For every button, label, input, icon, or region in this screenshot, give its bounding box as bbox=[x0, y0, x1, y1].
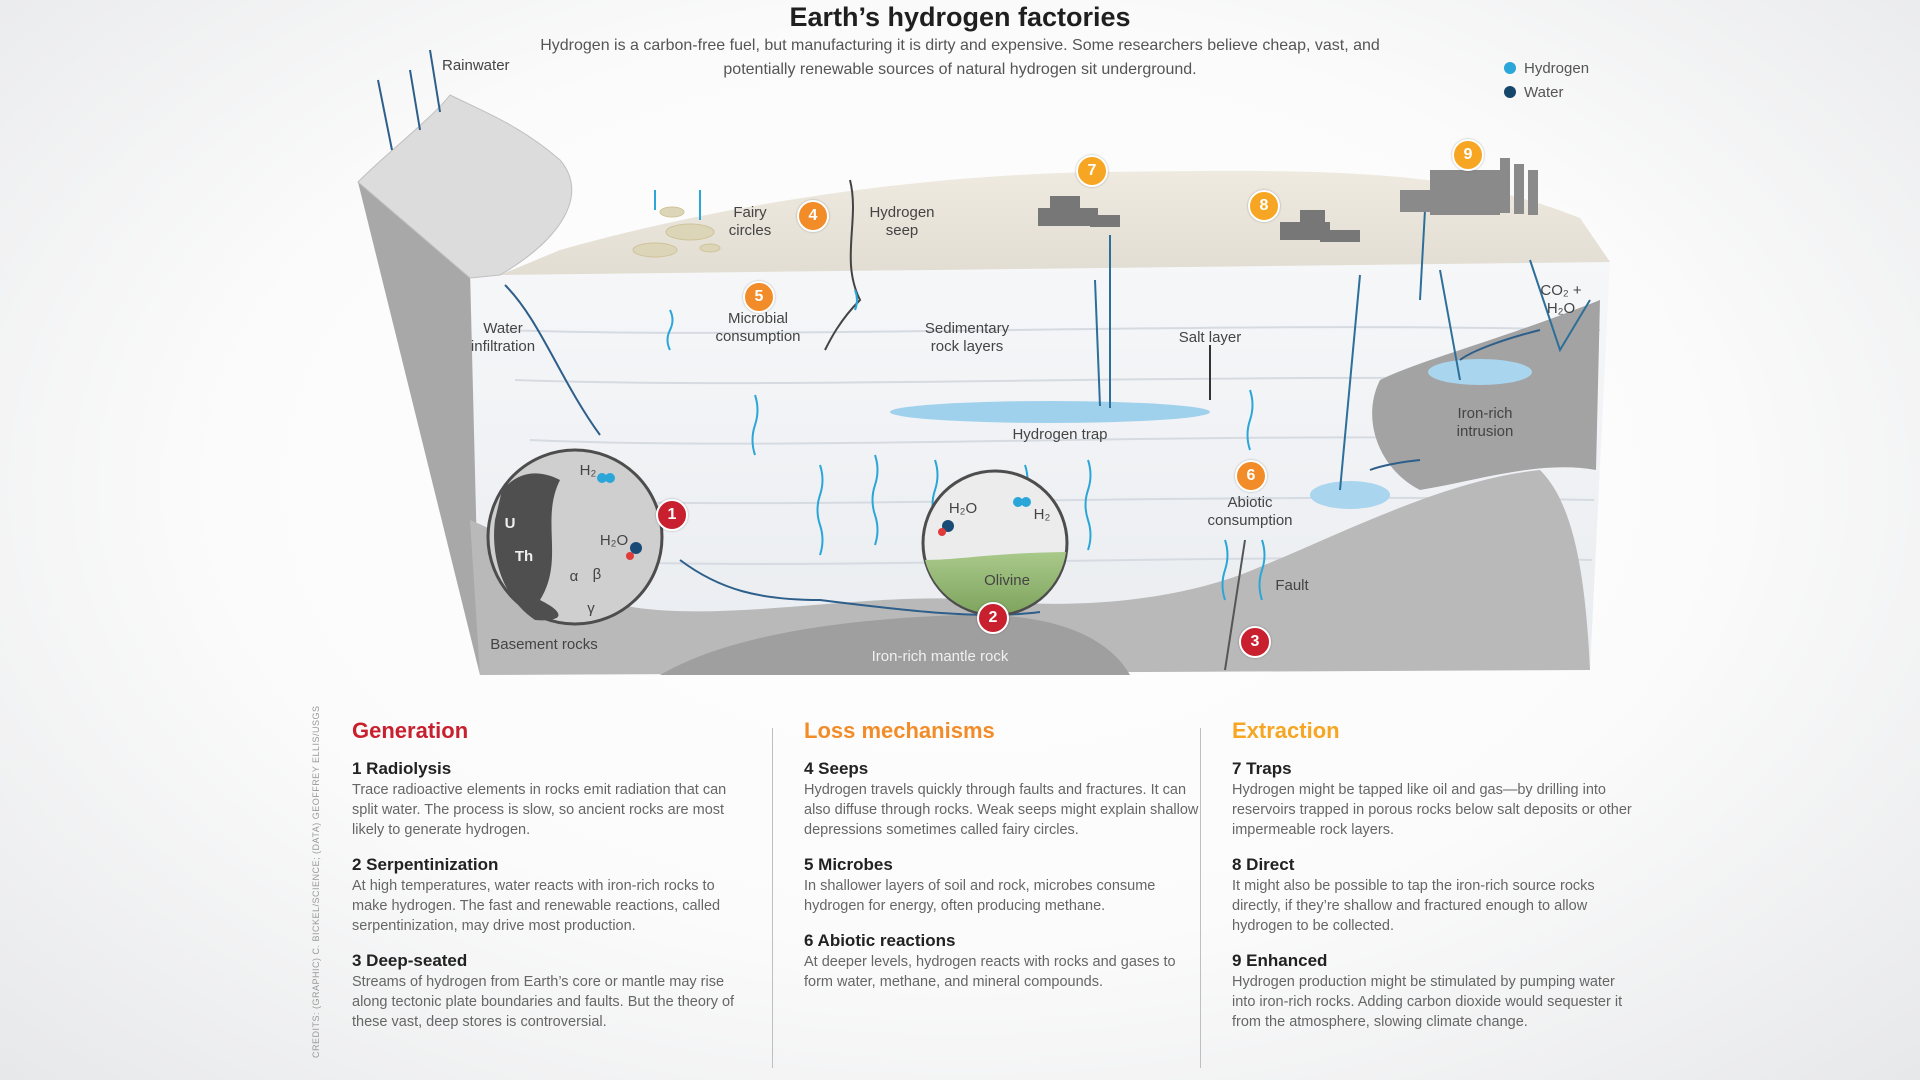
enhanced-extraction-plant bbox=[1400, 158, 1538, 215]
molecule-icons bbox=[597, 473, 1031, 560]
label-h2-serpentinization: H₂ bbox=[1033, 506, 1051, 523]
water-flow-arrow bbox=[1459, 329, 1541, 361]
label-h2-radiolysis: H₂ bbox=[579, 462, 597, 479]
column-divider bbox=[1200, 728, 1201, 1068]
explanation-columns: Generation 1 Radiolysis Trace radioactiv… bbox=[352, 718, 1632, 1068]
badge-radiolysis: 1 bbox=[656, 499, 688, 531]
badge-abiotic-reactions: 6 bbox=[1235, 460, 1267, 492]
label-uranium: U bbox=[504, 515, 516, 532]
credits: CREDITS: (GRAPHIC) C. BICKEL/SCIENCE; (D… bbox=[311, 705, 321, 1058]
item-text: Hydrogen production might be stimulated … bbox=[1232, 974, 1623, 1030]
item-text: It might also be possible to tap the iro… bbox=[1232, 878, 1595, 934]
item-title: 1 Radiolysis bbox=[352, 759, 452, 778]
page-title: Earth’s hydrogen factories bbox=[789, 2, 1131, 32]
hydrogen-trap-pool bbox=[890, 401, 1210, 423]
radiolysis-dark-rock bbox=[494, 473, 560, 621]
legend-item-hydrogen: Hydrogen bbox=[1504, 56, 1589, 80]
item-text: Hydrogen travels quickly through faults … bbox=[804, 782, 1199, 838]
drill-wells bbox=[1094, 209, 1591, 491]
label-iron-rich-mantle-rock: Iron-rich mantle rock bbox=[871, 648, 1009, 665]
section-loss-mechanisms: Loss mechanisms 4 Seeps Hydrogen travels… bbox=[804, 718, 1204, 1063]
legend-item-water: Water bbox=[1504, 80, 1589, 104]
fairy-circles bbox=[632, 206, 721, 258]
item-text: Trace radioactive elements in rocks emit… bbox=[352, 782, 727, 838]
label-iron-rich-intrusion: Iron-rich intrusion bbox=[1456, 405, 1514, 440]
legend-label: Hydrogen bbox=[1524, 59, 1590, 77]
badge-microbes: 5 bbox=[743, 281, 775, 313]
label-olivine: Olivine bbox=[984, 572, 1030, 589]
item-title: 9 Enhanced bbox=[1232, 951, 1328, 970]
fault-line bbox=[1224, 539, 1246, 671]
geology-diagram bbox=[357, 49, 1610, 675]
direct-extraction-facility bbox=[1280, 210, 1360, 242]
section-heading-generation: Generation bbox=[352, 718, 469, 743]
badge-direct: 8 bbox=[1248, 190, 1280, 222]
column-divider bbox=[772, 728, 773, 1068]
label-water-infiltration: Water infiltration bbox=[470, 320, 536, 355]
label-fairy-circles: Fairy circles bbox=[728, 204, 772, 239]
item-title: 6 Abiotic reactions bbox=[804, 931, 956, 950]
iron-rich-intrusion bbox=[1372, 300, 1600, 490]
section-heading-extraction: Extraction bbox=[1232, 718, 1340, 743]
label-microbial-consumption: Microbial consumption bbox=[715, 310, 801, 345]
water-infiltration-arrow bbox=[504, 284, 601, 436]
label-thorium: Th bbox=[514, 548, 534, 565]
label-h2o-serpentinization: H₂O bbox=[948, 500, 978, 517]
label-hydrogen-seep: Hydrogen seep bbox=[869, 204, 935, 239]
label-basement-rocks: Basement rocks bbox=[490, 636, 598, 653]
label-co2-h2o: CO₂ + H₂O bbox=[1540, 282, 1582, 317]
basement-rock bbox=[470, 470, 1590, 675]
water-dot-icon bbox=[1504, 86, 1516, 98]
water-flow-arrow bbox=[1369, 459, 1421, 471]
item-title: 7 Traps bbox=[1232, 759, 1292, 778]
item-title: 4 Seeps bbox=[804, 759, 869, 778]
item-title: 8 Direct bbox=[1232, 855, 1295, 874]
mantle-rock bbox=[660, 614, 1130, 675]
label-fault: Fault bbox=[1275, 577, 1309, 594]
badge-traps: 7 bbox=[1076, 155, 1108, 187]
badge-deep-seated: 3 bbox=[1239, 626, 1271, 658]
water-pocket bbox=[1310, 481, 1390, 509]
section-extraction: Extraction 7 Traps Hydrogen might be tap… bbox=[1232, 718, 1632, 1063]
page-subtitle: Hydrogen is a carbon-free fuel, but manu… bbox=[540, 37, 1380, 78]
legend: Hydrogen Water bbox=[1504, 56, 1589, 104]
label-sedimentary-rock-layers: Sedimentary rock layers bbox=[924, 320, 1010, 355]
label-gamma: γ bbox=[587, 600, 595, 617]
drill-rig-facility bbox=[1038, 196, 1120, 227]
water-pocket bbox=[1428, 359, 1532, 385]
item-text: Hydrogen might be tapped like oil and ga… bbox=[1232, 782, 1632, 838]
item-title: 2 Serpentinization bbox=[352, 855, 499, 874]
section-generation: Generation 1 Radiolysis Trace radioactiv… bbox=[352, 718, 752, 1063]
item-title: 3 Deep-seated bbox=[352, 951, 468, 970]
item-text: In shallower layers of soil and rock, mi… bbox=[804, 878, 1156, 914]
label-h2o-radiolysis: H₂O bbox=[599, 532, 629, 549]
item-text: At deeper levels, hydrogen reacts with r… bbox=[804, 954, 1176, 990]
item-title: 5 Microbes bbox=[804, 855, 893, 874]
badge-serpentinization: 2 bbox=[977, 602, 1009, 634]
badge-seeps: 4 bbox=[797, 200, 829, 232]
rainwater-arrows bbox=[377, 49, 441, 151]
label-rainwater: Rainwater bbox=[442, 57, 510, 74]
legend-label: Water bbox=[1524, 83, 1564, 101]
hydrogen-dot-icon bbox=[1504, 62, 1516, 74]
section-heading-loss: Loss mechanisms bbox=[804, 718, 995, 743]
olivine-layer bbox=[925, 552, 1066, 614]
mountain bbox=[357, 94, 573, 279]
item-text: Streams of hydrogen from Earth’s core or… bbox=[352, 974, 735, 1030]
label-hydrogen-trap: Hydrogen trap bbox=[1012, 426, 1108, 443]
label-abiotic-consumption: Abiotic consumption bbox=[1207, 494, 1293, 529]
label-salt-layer: Salt layer bbox=[1178, 329, 1242, 346]
badge-enhanced: 9 bbox=[1452, 139, 1484, 171]
label-beta: β bbox=[592, 566, 602, 583]
label-alpha: α bbox=[569, 568, 579, 585]
item-text: At high temperatures, water reacts with … bbox=[352, 878, 721, 934]
